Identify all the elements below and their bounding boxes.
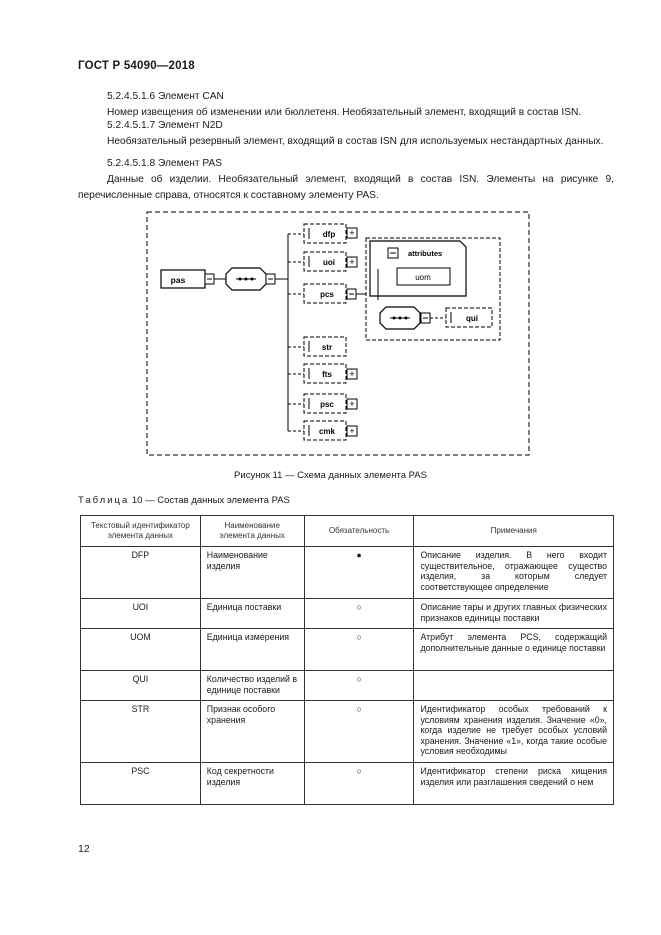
data-elements-table: Текстовый идентификатор элемента данных … [80,515,614,805]
pas-schema-diagram: pas dfp + uoi + pcs attributes uom qui [146,211,530,456]
cell-id: QUI [80,670,201,701]
cell-name: Наименование изделия [199,546,305,599]
child-dfp-label: dfp [323,230,336,239]
child-pcs-label: pcs [320,290,334,299]
child-str-label: str [322,343,332,352]
col-header-id: Текстовый идентификатор элемента данных [80,515,201,547]
section-can-heading: 5.2.4.5.1.6 Элемент CAN [107,91,224,102]
cell-id: DFP [80,546,201,599]
cell-note: Атрибут элемента PCS, содержащий дополни… [413,628,614,671]
col-header-required: Обязательность [303,515,415,547]
table-row: PSC Код секретности изделия ○ Идентифика… [80,762,614,805]
section-pas-heading: 5.2.4.5.1.8 Элемент PAS [107,158,222,169]
attr-uom-label: uom [415,273,431,282]
table-row: STR Признак особого хранения ○ Идентифик… [80,700,614,763]
cell-name: Количество изделий в единице поставки [199,670,305,701]
child-uoi-label: uoi [323,258,335,267]
root-node-label: pas [171,275,186,285]
cell-id: UOI [80,598,201,629]
col-header-notes: Примечания [413,515,614,547]
cell-note: Описание изделия. В него входит существи… [413,546,614,599]
cell-required: ○ [303,598,415,629]
cell-note: Описание тары и других главных физически… [413,598,614,629]
section-pas-text: Данные об изделии. Необязательный элемен… [78,174,614,201]
cell-id: PSC [80,762,201,805]
table-header-row: Текстовый идентификатор элемента данных … [80,515,614,547]
col-header-name: Наименование элемента данных [199,515,305,547]
cell-id: UOM [80,628,201,671]
expand-icon: + [349,399,354,409]
cell-required: ○ [303,628,415,671]
section-n2d-heading: 5.2.4.5.1.7 Элемент N2D [107,120,223,131]
cell-required: ● [303,546,415,599]
cell-name: Единица измерения [199,628,305,671]
child-qui-label: qui [466,314,478,323]
section-n2d-text: Необязательный резервный элемент, входящ… [107,136,604,147]
cell-required: ○ [303,670,415,701]
child-fts-label: fts [322,370,332,379]
page-number: 12 [78,843,90,855]
section-can-text: Номер извещения об изменении или бюллете… [107,107,582,118]
table-caption: Таблица 10 — Состав данных элемента PAS [78,495,290,506]
attributes-label: attributes [408,249,442,258]
child-psc-label: psc [320,400,334,409]
cell-id: STR [80,700,201,763]
cell-required: ○ [303,762,415,805]
expand-icon: + [349,426,354,436]
cell-required: ○ [303,700,415,763]
child-cmk-label: cmk [319,427,336,436]
cell-name: Признак особого хранения [199,700,305,763]
expand-icon: + [349,369,354,379]
table-row: DFP Наименование изделия ● Описание изде… [80,546,614,599]
figure-caption: Рисунок 11 — Схема данных элемента PAS [234,470,427,481]
expand-icon: + [349,228,354,238]
page-header: ГОСТ Р 54090—2018 [78,60,195,72]
table-row: QUI Количество изделий в единице поставк… [80,670,614,701]
cell-note: Идентификатор степени риска хищения изде… [413,762,614,805]
table-row: UOI Единица поставки ○ Описание тары и д… [80,598,614,629]
cell-note [413,670,614,701]
cell-name: Код секретности изделия [199,762,305,805]
cell-note: Идентификатор особых требований к услови… [413,700,614,763]
expand-icon: + [349,257,354,267]
table-row: UOM Единица измерения ○ Атрибут элемента… [80,628,614,671]
cell-name: Единица поставки [199,598,305,629]
